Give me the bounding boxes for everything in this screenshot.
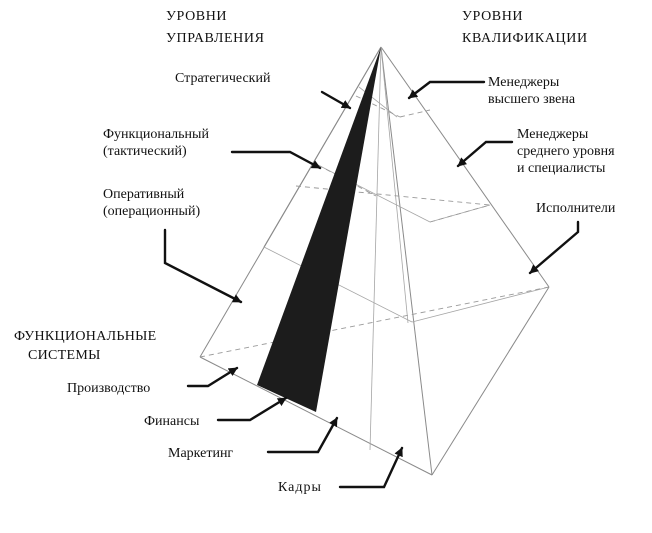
header-fsys-line2: СИСТЕМЫ bbox=[28, 348, 101, 363]
label-middle-managers-line3: и специалисты bbox=[517, 161, 606, 176]
arrow-finance bbox=[216, 396, 288, 422]
label-production: Производство bbox=[67, 381, 151, 396]
label-middle-managers: Менеджеры среднего уровня и специалисты bbox=[517, 126, 615, 177]
header-management-line2: УПРАВЛЕНИЯ bbox=[166, 31, 265, 46]
sector-line-2 bbox=[380, 46, 409, 324]
header-management-line1: УРОВНИ bbox=[166, 9, 228, 24]
header-fsys-line1: ФУНКЦИОНАЛЬНЫЕ bbox=[14, 329, 157, 344]
arrow-operative bbox=[163, 228, 243, 304]
label-top-managers-line2: высшего звена bbox=[488, 92, 576, 107]
label-finance: Финансы bbox=[144, 414, 200, 429]
header-qualification-levels: УРОВНИ КВАЛИФИКАЦИИ bbox=[462, 6, 588, 50]
label-personnel: Кадры bbox=[278, 480, 322, 495]
arrow-top-managers bbox=[407, 80, 486, 100]
label-functional: Функциональный (тактический) bbox=[103, 126, 209, 160]
pyramid-base-front-left bbox=[199, 356, 433, 476]
label-middle-managers-line2: среднего уровня bbox=[517, 144, 615, 159]
arrow-production bbox=[186, 366, 239, 388]
label-top-managers-line1: Менеджеры bbox=[488, 75, 560, 90]
arrow-functional bbox=[230, 150, 322, 170]
level-cut-lines bbox=[199, 95, 550, 358]
label-top-managers: Менеджеры высшего звена bbox=[488, 74, 575, 108]
header-management-levels: УРОВНИ УПРАВЛЕНИЯ bbox=[166, 6, 265, 50]
cut-mid-back bbox=[295, 185, 491, 206]
header-qualification-line2: КВАЛИФИКАЦИИ bbox=[462, 31, 588, 46]
pyramid-edge-right bbox=[380, 46, 550, 288]
label-functional-line2: (тактический) bbox=[103, 144, 187, 159]
arrow-marketing bbox=[266, 416, 339, 454]
label-functional-line1: Функциональный bbox=[103, 127, 209, 142]
header-functional-systems: ФУНКЦИОНАЛЬНЫЕ СИСТЕМЫ bbox=[14, 327, 157, 365]
arrow-executors bbox=[528, 220, 580, 275]
arrows bbox=[163, 80, 580, 489]
pyramid-edge-center bbox=[380, 46, 433, 476]
header-qualification-line1: УРОВНИ bbox=[462, 9, 524, 24]
pyramid-base-front-right bbox=[431, 286, 550, 476]
label-operative: Оперативный (операционный) bbox=[103, 186, 200, 220]
cut-top-left bbox=[355, 95, 401, 118]
pyramid-outline bbox=[199, 46, 550, 476]
label-executors: Исполнители bbox=[536, 201, 616, 216]
cut-mid-left bbox=[317, 164, 377, 197]
sector-line-4 bbox=[411, 286, 550, 323]
label-middle-managers-line1: Менеджеры bbox=[517, 127, 589, 142]
arrow-middle-managers bbox=[456, 140, 514, 168]
pyramid-edge-left-back bbox=[263, 46, 382, 248]
strategic-wedge bbox=[257, 47, 381, 412]
sector-line-1 bbox=[369, 46, 382, 451]
label-operative-line2: (операционный) bbox=[103, 204, 201, 219]
label-marketing: Маркетинг bbox=[168, 446, 234, 461]
label-strategic: Стратегический bbox=[175, 71, 271, 86]
arrow-strategic bbox=[320, 90, 352, 110]
label-operative-line1: Оперативный bbox=[103, 187, 185, 202]
cut-mid-right bbox=[429, 204, 491, 223]
arrow-personnel bbox=[338, 446, 404, 489]
